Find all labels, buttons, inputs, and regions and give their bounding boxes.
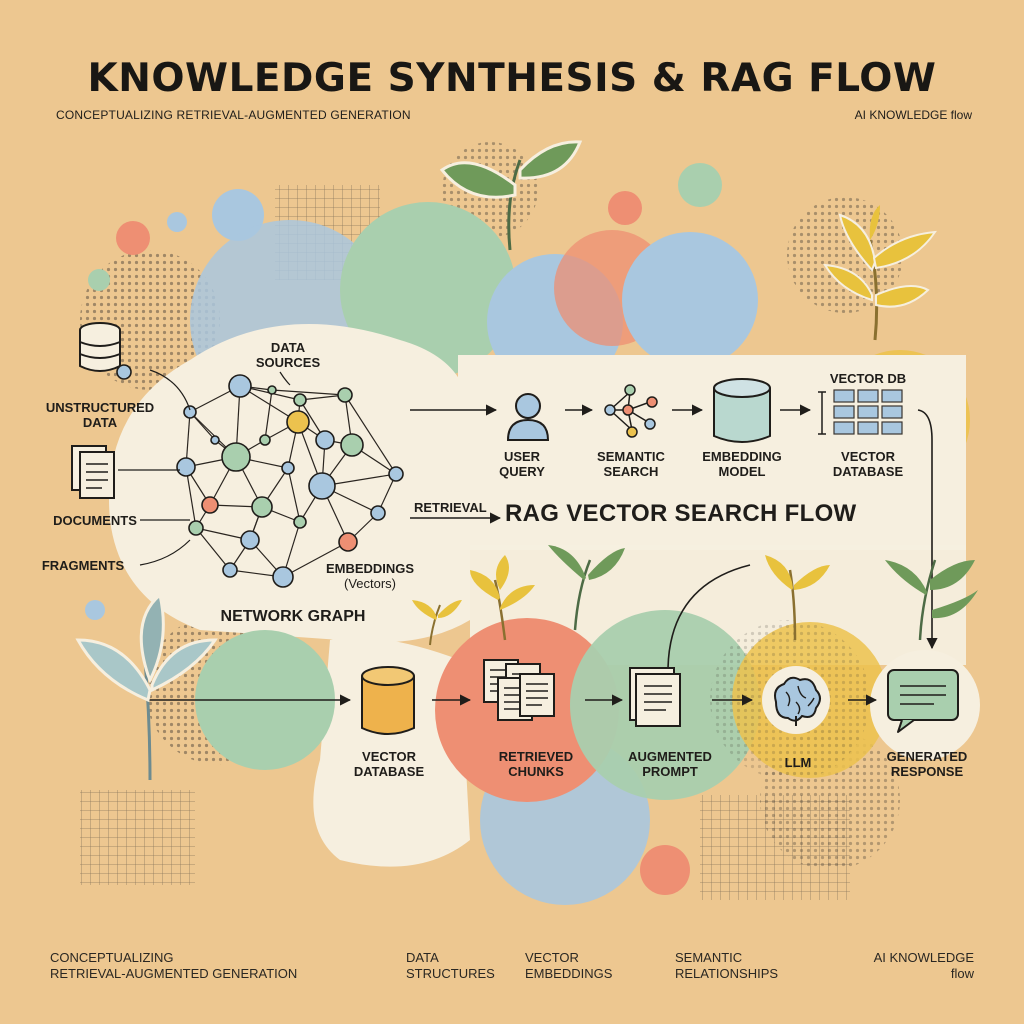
chunks-icon [483,659,555,721]
network-panel [109,324,470,643]
graph-node [337,387,353,403]
label-fragments: FRAGMENTS [41,558,125,573]
graph-edge [264,389,273,441]
vector-grid-cell [881,421,903,435]
graph-node [340,433,364,457]
vector-grid-cell [857,389,879,403]
vector-grid-cell [833,389,855,403]
graph-node [201,496,219,514]
graph-node [240,530,260,550]
label-vector-db-heading: VECTOR DB [829,371,907,386]
vector-search-panel [458,355,966,550]
graph-node [281,461,295,475]
label-embeddings: EMBEDDINGS (Vectors) [325,561,415,591]
graph-node [210,435,220,445]
graph-node [259,434,271,446]
brain-icon [762,666,830,734]
graph-node [338,532,358,552]
page-title: KNOWLEDGE SYNTHESIS & RAG FLOW [87,56,937,101]
graph-node [183,405,197,419]
label-documents: DOCUMENTS [53,513,137,528]
database-icon [79,322,132,380]
graph-node [370,505,386,521]
header-tag: AI KNOWLEDGE flow [854,108,972,122]
source-connectors [118,369,291,566]
graph-edge [282,541,349,578]
graph-node [251,496,273,518]
graph-node [188,520,204,536]
label-llm: LLM [784,755,812,770]
label-network-graph: NETWORK GRAPH [220,608,366,625]
graph-node [388,466,404,482]
vector-grid-cell [881,405,903,419]
graph-edge [195,527,231,571]
page-subtitle: CONCEPTUALIZING RETRIEVAL-AUGMENTED GENE… [56,108,411,122]
chat-icon [887,669,959,733]
graph-edge [344,394,397,475]
vector-grid-cell [833,421,855,435]
label-rag-vector-search-flow: RAG VECTOR SEARCH FLOW [505,500,857,527]
graph-node [221,442,251,472]
graph-edge [287,467,301,523]
vector-database-icon [361,666,415,735]
cylinder-icon [713,378,771,443]
vector-grid-cell [857,405,879,419]
graph-edge [271,389,346,396]
label-retrieval: RETRIEVAL [414,500,487,515]
network-icon [604,384,658,438]
graph-node [293,393,307,407]
chunk-document [519,673,555,717]
grid-icon [818,389,903,435]
graph-edge [185,466,197,529]
graph-node [293,515,307,529]
vector-grid-cell [857,421,879,435]
prompt-icon [629,667,681,727]
network-graph [176,374,404,588]
graph-node [286,410,310,434]
vector-grid-cell [881,389,903,403]
graph-node [176,457,196,477]
graph-node [272,566,294,588]
vector-grid-cell [833,405,855,419]
top-flow-arrows [410,404,938,669]
graph-node [308,472,336,500]
graph-node [267,385,277,395]
leaf-icon [75,140,978,781]
graph-node [222,562,238,578]
graph-node [228,374,252,398]
graph-node [315,430,335,450]
user-icon [506,393,550,441]
document-icon [71,445,115,499]
